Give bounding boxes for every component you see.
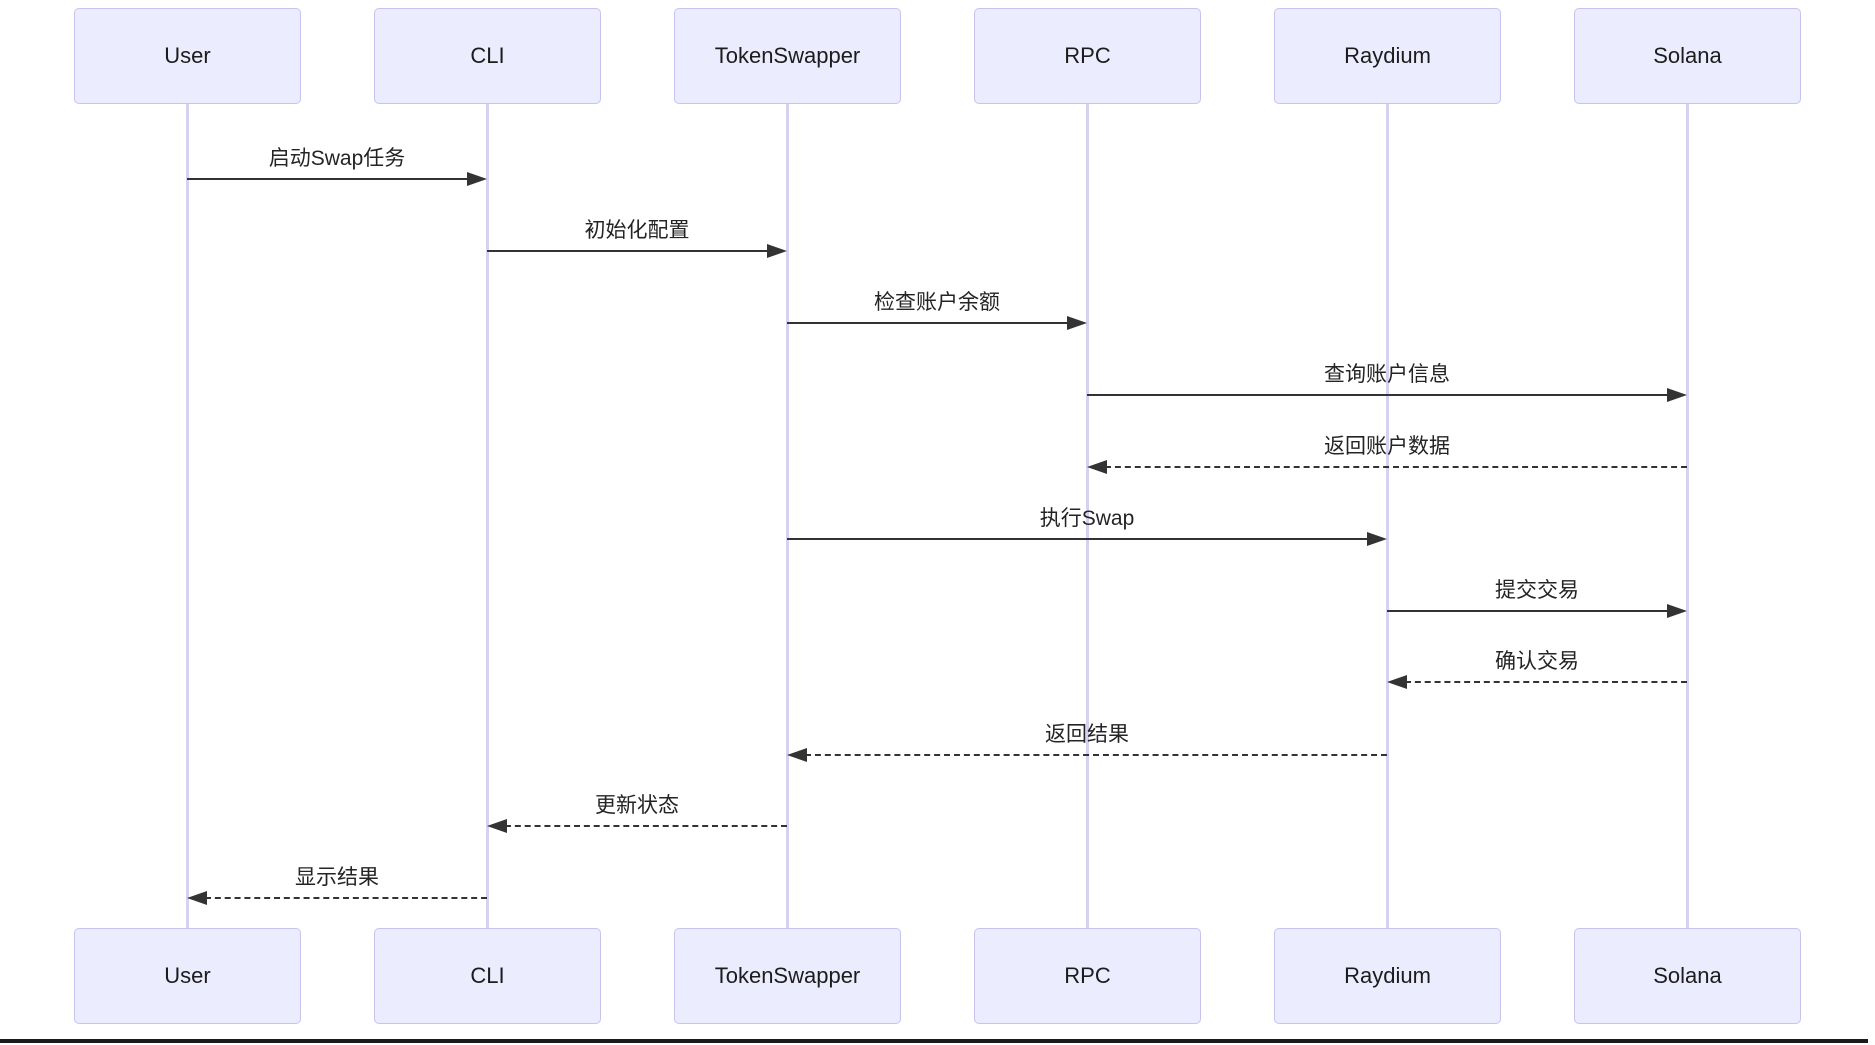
actor-bottom-solana: Solana <box>1574 928 1801 1024</box>
message-2-line <box>787 322 1069 324</box>
message-8-label: 返回结果 <box>1045 723 1129 746</box>
actor-label: User <box>164 43 211 68</box>
actor-bottom-tokenswapper: TokenSwapper <box>674 928 901 1024</box>
actor-label: Raydium <box>1344 963 1431 988</box>
message-5-arrowhead-icon <box>1367 532 1387 546</box>
lifeline-rpc <box>1086 104 1089 928</box>
message-4-arrowhead-icon <box>1087 460 1107 474</box>
message-7-label: 确认交易 <box>1495 650 1579 673</box>
message-2-label: 检查账户余额 <box>874 291 1000 314</box>
message-7-arrowhead-icon <box>1387 675 1407 689</box>
message-0-arrowhead-icon <box>467 172 487 186</box>
message-1-arrowhead-icon <box>767 244 787 258</box>
actor-bottom-rpc: RPC <box>974 928 1201 1024</box>
actor-label: Raydium <box>1344 43 1431 68</box>
message-3-arrowhead-icon <box>1667 388 1687 402</box>
actor-top-rpc: RPC <box>974 8 1201 104</box>
actor-bottom-raydium: Raydium <box>1274 928 1501 1024</box>
actor-top-tokenswapper: TokenSwapper <box>674 8 901 104</box>
actor-label: CLI <box>470 43 505 68</box>
actor-top-cli: CLI <box>374 8 601 104</box>
message-3-label: 查询账户信息 <box>1324 363 1450 386</box>
lifeline-tokenswapper <box>786 104 789 928</box>
message-5-line <box>787 538 1369 540</box>
message-9-label: 更新状态 <box>595 794 679 817</box>
actor-top-raydium: Raydium <box>1274 8 1501 104</box>
lifeline-user <box>186 104 189 928</box>
message-2-arrowhead-icon <box>1067 316 1087 330</box>
message-1-line <box>487 250 769 252</box>
message-0-label: 启动Swap任务 <box>268 147 406 170</box>
message-6-arrowhead-icon <box>1667 604 1687 618</box>
actor-label: Solana <box>1653 43 1722 68</box>
actor-label: CLI <box>470 963 505 988</box>
actor-label: User <box>164 963 211 988</box>
actor-bottom-cli: CLI <box>374 928 601 1024</box>
actor-label: TokenSwapper <box>714 43 861 68</box>
message-9-arrowhead-icon <box>487 819 507 833</box>
message-10-label: 显示结果 <box>295 866 379 889</box>
message-4-label: 返回账户数据 <box>1324 435 1450 458</box>
actor-label: RPC <box>1064 43 1111 68</box>
actor-label: RPC <box>1064 963 1111 988</box>
lifeline-solana <box>1686 104 1689 928</box>
message-10-line <box>205 897 487 899</box>
message-3-line <box>1087 394 1669 396</box>
message-8-arrowhead-icon <box>787 748 807 762</box>
bottom-border-line <box>0 1039 1868 1043</box>
message-0-line <box>187 178 469 180</box>
actor-top-solana: Solana <box>1574 8 1801 104</box>
message-1-label: 初始化配置 <box>584 219 690 242</box>
actor-label: Solana <box>1653 963 1722 988</box>
lifeline-raydium <box>1386 104 1389 928</box>
actor-top-user: User <box>74 8 301 104</box>
message-10-arrowhead-icon <box>187 891 207 905</box>
message-4-line <box>1105 466 1687 468</box>
message-6-label: 提交交易 <box>1495 579 1579 602</box>
actor-bottom-user: User <box>74 928 301 1024</box>
lifeline-cli <box>486 104 489 928</box>
message-6-line <box>1387 610 1669 612</box>
actor-label: TokenSwapper <box>714 963 861 988</box>
message-8-line <box>805 754 1387 756</box>
message-7-line <box>1405 681 1687 683</box>
message-9-line <box>505 825 787 827</box>
message-5-label: 执行Swap <box>1039 507 1135 530</box>
